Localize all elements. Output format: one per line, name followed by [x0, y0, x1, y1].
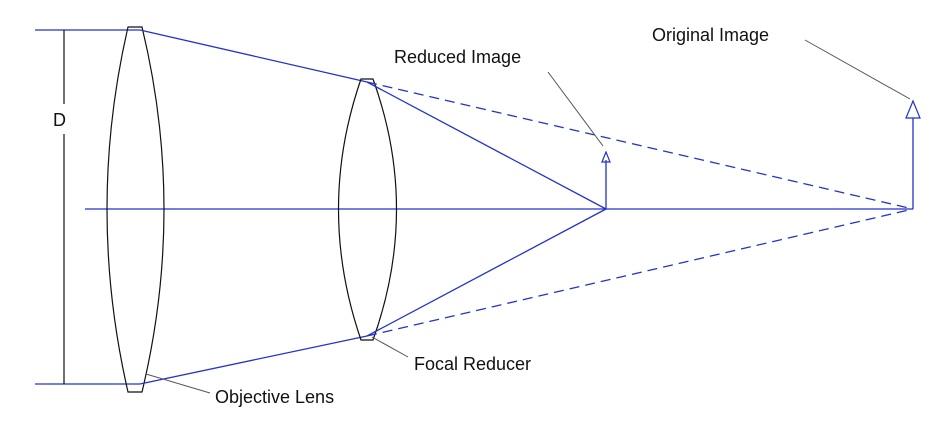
objective-lens-label: Objective Lens — [215, 387, 334, 407]
original-image-leader — [804, 39, 911, 100]
reduced-image-leader — [547, 71, 604, 147]
focal-reducer-leader — [371, 336, 409, 358]
reduced-image-arrowhead — [601, 150, 611, 163]
diameter-label: D — [53, 110, 66, 130]
objective-lens — [106, 26, 165, 393]
converging-ray-top — [139, 29, 368, 83]
objective-lens-leader — [145, 373, 211, 394]
converging-ray-bottom — [139, 335, 368, 385]
original-image-label: Original Image — [652, 25, 769, 45]
original-ray-bottom-dashed — [366, 208, 914, 337]
focal-reducer-lens — [337, 78, 398, 341]
reduced-ray-top — [366, 81, 607, 210]
reduced-ray-bottom — [366, 208, 607, 337]
focal-reducer-label: Focal Reducer — [414, 354, 531, 374]
reduced-image-label: Reduced Image — [394, 47, 521, 67]
original-ray-top-dashed — [366, 81, 914, 210]
original-image-arrowhead — [905, 99, 921, 119]
